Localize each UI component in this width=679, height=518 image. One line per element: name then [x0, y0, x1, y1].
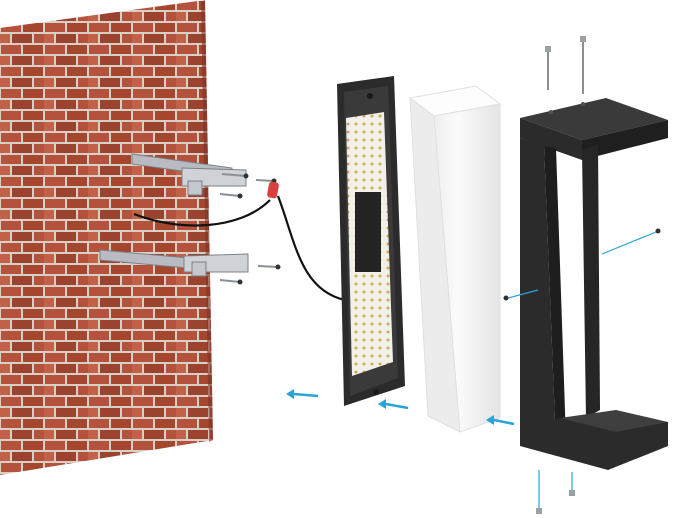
wire-connector-icon	[267, 181, 279, 199]
mounting-brackets	[99, 153, 281, 285]
arrow-icon	[378, 399, 409, 410]
diffuser	[408, 85, 502, 433]
arrow-icon	[286, 389, 319, 399]
screw-icon	[536, 470, 542, 514]
back-plate-with-led-board	[337, 76, 405, 406]
outer-frame	[520, 98, 668, 470]
wiring	[133, 181, 346, 302]
brick-wall-icon	[0, 0, 213, 475]
screw-icon	[580, 36, 586, 94]
mounting-bracket-icon	[99, 249, 249, 277]
screw-icon	[219, 193, 243, 199]
screw-icon	[219, 279, 243, 285]
screw-icon	[257, 264, 281, 270]
mounting-bracket-icon	[131, 153, 247, 196]
arrow-icon	[486, 415, 515, 426]
brick-wall	[0, 0, 213, 475]
screw-icon	[601, 228, 661, 255]
screw-icon	[569, 472, 575, 496]
screw-icon	[221, 173, 249, 179]
screw-icon	[503, 289, 539, 301]
led-driver	[355, 192, 381, 272]
screw-icon	[545, 46, 551, 90]
